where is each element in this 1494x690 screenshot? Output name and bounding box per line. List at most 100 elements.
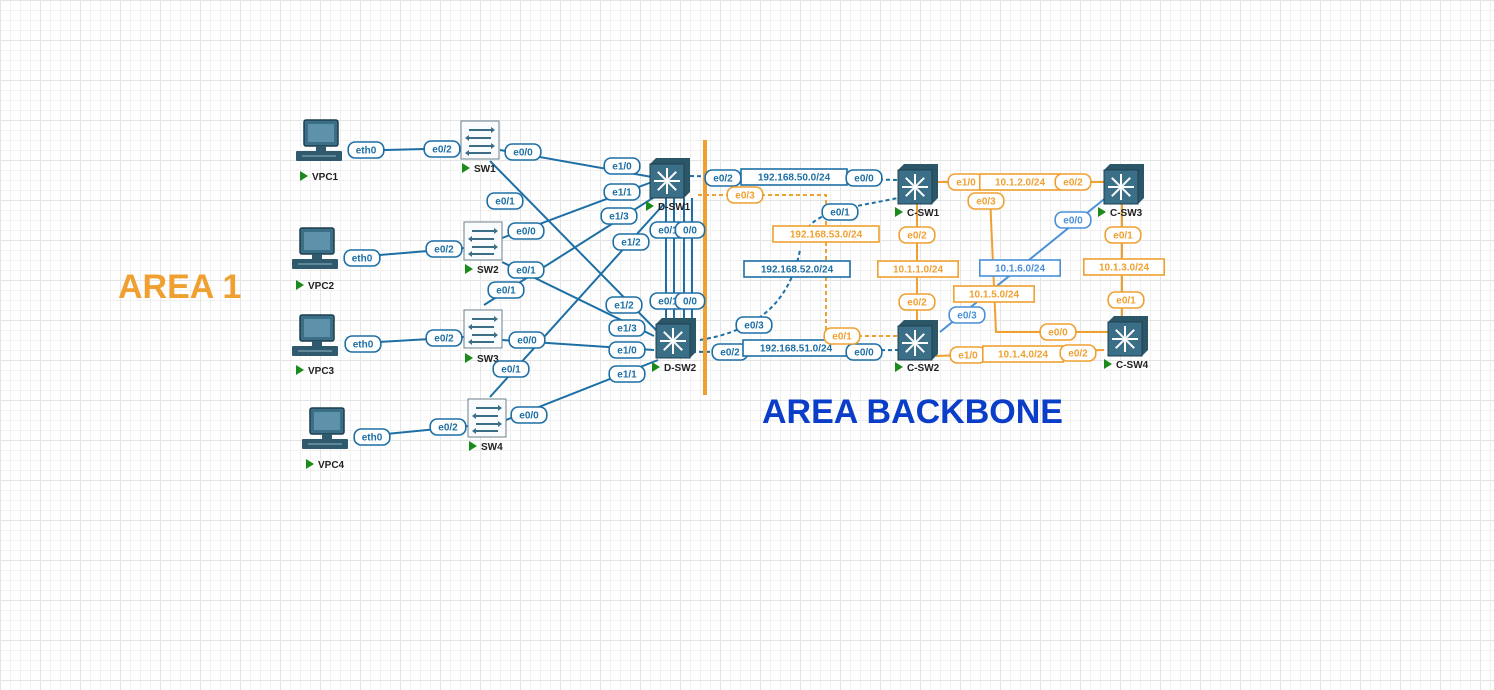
port-vpc2_eth0: eth0 (343, 249, 381, 267)
vpc1[interactable] (296, 119, 342, 161)
multilayer-switch-icon (1107, 316, 1148, 357)
port-dsw1_e03: e0/3 (726, 186, 764, 204)
csw2[interactable] (897, 320, 938, 361)
tag-text: e0/1 (516, 266, 536, 277)
switch-icon (463, 309, 503, 349)
tag-text: e0/1 (496, 286, 516, 297)
tag-text: 192.168.52.0/24 (761, 265, 834, 276)
port-sw4_e00: e0/0 (510, 406, 548, 424)
computer-icon (302, 407, 348, 449)
vpc4-label: VPC4 (306, 459, 345, 471)
start-arrow-icon (1104, 359, 1112, 369)
csw3[interactable] (1103, 164, 1144, 205)
tag-text: 192.168.53.0/24 (790, 230, 863, 241)
tag-text: e1/3 (617, 324, 637, 335)
tag-text: 0/0 (683, 226, 697, 237)
port-csw2_e01: e0/1 (823, 327, 861, 345)
vpc2-name: VPC2 (308, 281, 335, 292)
port-csw3_e01: e0/1 (1104, 226, 1142, 244)
tag-text: e0/1 (830, 208, 850, 219)
tag-text: e0/1 (658, 297, 678, 308)
vpc2[interactable] (292, 227, 338, 269)
vpc1-name: VPC1 (312, 172, 339, 183)
port-dsw1_e10: e1/0 (603, 157, 641, 175)
csw2-label: C-SW2 (895, 362, 940, 374)
port-dsw2_e03: e0/3 (735, 316, 773, 334)
sw3[interactable] (463, 309, 503, 349)
port-csw2_e10: e1/0 (949, 346, 987, 364)
sw2[interactable] (463, 221, 503, 261)
port-dsw1_e02: e0/2 (704, 169, 742, 187)
port-sw2_e02: e0/2 (425, 240, 463, 258)
tag-text: e0/0 (1048, 328, 1068, 339)
tag-text: e1/0 (956, 178, 976, 189)
subnet-s4: 10.1.4.0/24 (981, 345, 1064, 363)
port-sw4_e01: e0/1 (492, 360, 530, 378)
vpc4-name: VPC4 (318, 460, 345, 471)
tag-text: 10.1.1.0/24 (893, 265, 943, 276)
tag-text: e0/2 (1068, 349, 1088, 360)
tag-text: 192.168.50.0/24 (758, 173, 831, 184)
subnet-s52: 192.168.52.0/24 (743, 260, 851, 278)
tag-text: e0/0 (854, 174, 874, 185)
sw4[interactable] (467, 398, 507, 438)
subnet-s53: 192.168.53.0/24 (772, 225, 880, 243)
tag-text: e0/0 (513, 148, 533, 159)
port-vpc1_eth0: eth0 (347, 141, 385, 159)
port-dsw1_e12: e1/2 (612, 233, 650, 251)
start-arrow-icon (895, 207, 903, 217)
tag-text: e0/1 (495, 197, 515, 208)
port-dsw2_e13: e1/3 (608, 319, 646, 337)
port-csw4_e01: e0/1 (1107, 291, 1145, 309)
tag-text: e0/0 (854, 348, 874, 359)
tag-text: e0/3 (976, 197, 996, 208)
port-sw1_e01: e0/1 (486, 192, 524, 210)
tag-text: e0/3 (735, 191, 755, 202)
computer-icon (296, 119, 342, 161)
dsw1[interactable] (649, 158, 690, 199)
tag-text: 10.1.6.0/24 (995, 264, 1045, 275)
sw1-label: SW1 (462, 163, 496, 175)
subnet-s6: 10.1.6.0/24 (978, 259, 1061, 277)
multilayer-switch-icon (649, 158, 690, 199)
vpc3-label: VPC3 (296, 365, 335, 377)
sw1[interactable] (460, 120, 500, 160)
port-dsw2_e00: 0/0 (674, 292, 706, 310)
start-arrow-icon (300, 171, 308, 181)
tag-text: eth0 (362, 433, 383, 444)
tag-text: e0/2 (720, 348, 740, 359)
tag-text: 192.168.51.0/24 (760, 344, 833, 355)
port-dsw2_e11: e1/1 (608, 365, 646, 383)
vpc4[interactable] (302, 407, 348, 449)
tag-text: e0/0 (516, 227, 536, 238)
port-sw3_e01: e0/1 (487, 281, 525, 299)
tag-text: e0/1 (1113, 231, 1133, 242)
port-sw1_e00: e0/0 (504, 143, 542, 161)
dsw2[interactable] (655, 318, 696, 359)
sw2-name: SW2 (477, 265, 499, 276)
port-vpc4_eth0: eth0 (353, 428, 391, 446)
csw4[interactable] (1107, 316, 1148, 357)
start-arrow-icon (465, 353, 473, 363)
vpc3[interactable] (292, 314, 338, 356)
tag-text: e1/1 (612, 188, 632, 199)
computer-icon (292, 227, 338, 269)
csw3-label: C-SW3 (1098, 207, 1143, 219)
computer-icon (292, 314, 338, 356)
tag-text: e0/2 (713, 174, 733, 185)
tag-text: e1/0 (958, 351, 978, 362)
tag-text: 10.1.5.0/24 (969, 290, 1019, 301)
csw1[interactable] (897, 164, 938, 205)
sw4-name: SW4 (481, 442, 503, 453)
port-csw1_e10: e1/0 (947, 173, 985, 191)
tag-text: e0/1 (832, 332, 852, 343)
dsw2-label: D-SW2 (652, 362, 697, 374)
tag-text: e1/2 (614, 301, 634, 312)
port-dsw2_e12: e1/2 (605, 296, 643, 314)
tag-text: e0/1 (1116, 296, 1136, 307)
start-arrow-icon (306, 459, 314, 469)
tag-text: eth0 (352, 254, 373, 265)
port-csw4_e02: e0/2 (1059, 344, 1097, 362)
csw1-label: C-SW1 (895, 207, 940, 219)
